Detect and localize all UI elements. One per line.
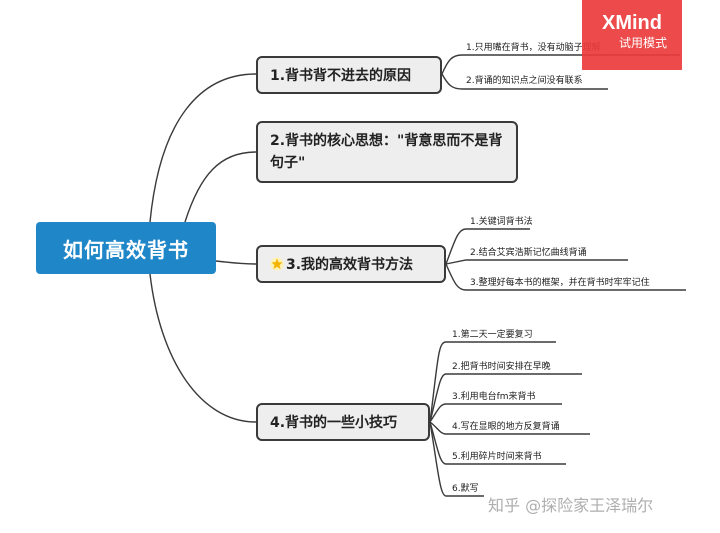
- topic-4-subtopic-5[interactable]: 5.利用碎片时间来背书: [452, 449, 542, 462]
- topic-4-subtopic-4[interactable]: 4.写在显眼的地方反复背诵: [452, 419, 560, 432]
- connector-topic4-child3: [429, 403, 562, 423]
- zhihu-watermark: 知乎 @探险家王泽瑞尔: [488, 496, 654, 515]
- topic-3-subtopic-3[interactable]: 3.整理好每本书的框架，并在背书时牢牢记住: [470, 275, 650, 288]
- topic-1[interactable]: 1.背书背不进去的原因: [256, 56, 442, 94]
- topic-4-subtopic-2[interactable]: 2.把背书时间安排在早晚: [452, 359, 551, 372]
- connector-root-topic-4: [149, 273, 257, 423]
- topic-3-label: 3.我的高效背书方法: [286, 257, 414, 273]
- topic-3-subtopic-2[interactable]: 2.结合艾宾浩斯记忆曲线背诵: [470, 245, 587, 258]
- subtopic-label: 6.默写: [452, 484, 479, 494]
- trial-mode-label: 试用模式: [618, 36, 667, 50]
- topic-1-label: 1.背书背不进去的原因: [270, 68, 412, 84]
- topic-2[interactable]: 2.背书的核心思想："背意思而不是背句子": [256, 121, 518, 183]
- topic-4[interactable]: 4.背书的一些小技巧: [256, 403, 430, 441]
- connector-root-topic-2: [184, 151, 257, 223]
- topic-4-label: 4.背书的一些小技巧: [270, 415, 398, 431]
- topic-4-subtopic-3[interactable]: 3.利用电台fm来背书: [452, 389, 536, 402]
- connector-root-topic-1: [149, 73, 257, 223]
- connector-topic3-child1: [445, 228, 530, 265]
- connector-topic3-child2: [445, 259, 628, 265]
- topic-3-subtopic-1[interactable]: 1.关键词背书法: [470, 214, 533, 227]
- topic-4-subtopic-1[interactable]: 1.第二天一定要复习: [452, 327, 533, 340]
- subtopic-label: 1.第二天一定要复习: [452, 330, 533, 340]
- subtopic-label: 3.整理好每本书的框架，并在背书时牢牢记住: [470, 278, 650, 288]
- subtopic-label: 2.把背书时间安排在早晚: [452, 362, 551, 372]
- connector-topic1-child1: [441, 54, 680, 75]
- topic-1-subtopic-2[interactable]: 2.背诵的知识点之间没有联系: [466, 73, 583, 86]
- connector-topic1-child2: [441, 73, 608, 90]
- xmind-trial-badge: XMind 试用模式: [582, 0, 682, 70]
- xmind-brand-label: XMind: [602, 12, 662, 34]
- connector-root-topic-3: [215, 260, 257, 265]
- root-topic-label: 如何高效背书: [63, 237, 189, 262]
- subtopic-label: 5.利用碎片时间来背书: [452, 452, 542, 462]
- topic-4-subtopic-6[interactable]: 6.默写: [452, 481, 479, 494]
- subtopic-label: 1.关键词背书法: [470, 217, 533, 227]
- subtopic-label: 2.结合艾宾浩斯记忆曲线背诵: [470, 248, 587, 258]
- connector-topic4-child4: [429, 421, 590, 435]
- connector-topic3-child3: [445, 263, 686, 291]
- subtopic-label: 2.背诵的知识点之间没有联系: [466, 76, 583, 86]
- subtopic-label: 1.只用嘴在背书，没有动脑子理解: [466, 43, 601, 53]
- connector-topic4-child2: [429, 373, 582, 423]
- topic-1-subtopic-1[interactable]: 1.只用嘴在背书，没有动脑子理解: [466, 40, 601, 53]
- subtopic-label: 3.利用电台fm来背书: [452, 392, 536, 402]
- topic-2-label: 2.背书的核心思想："背意思而不是背句子": [270, 133, 503, 171]
- connector-topic4-child6: [429, 421, 484, 497]
- subtopic-label: 4.写在显眼的地方反复背诵: [452, 422, 560, 432]
- connector-topic4-child5: [429, 421, 566, 465]
- topic-3[interactable]: 3.我的高效背书方法: [256, 245, 446, 283]
- star-icon: [270, 257, 284, 271]
- connector-topic4-child1: [429, 341, 556, 423]
- root-topic[interactable]: 如何高效背书: [36, 222, 216, 274]
